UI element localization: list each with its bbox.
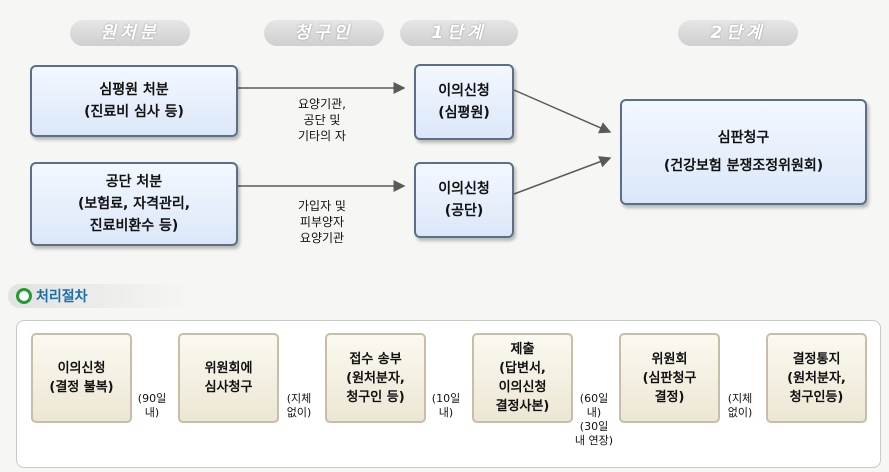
interval-1: (90일 내) [130, 392, 174, 420]
interval-4-line2: 내) [586, 406, 602, 419]
adjudication-detail: (건강보험 분쟁조정위원회) [663, 158, 824, 174]
nhis-claimants-line2: 피부양자 [299, 215, 345, 229]
step-receipt-forwarding-detail1: (원처분자, [346, 370, 405, 386]
nhis-objection-title: 이의신청 [438, 181, 490, 197]
arrow-hira-objection-to-adjudication [513, 89, 612, 134]
header-original-disposition: 원처분 [70, 20, 190, 46]
nhis-disposition-box: 공단 처분 (보험료, 자격관리, 진료비환수 등) [30, 162, 238, 246]
process-section-header: 처리절차 [8, 284, 193, 308]
hira-disposition-title: 심평원 처분 [99, 82, 169, 98]
step-committee-review: 위원회에 심사청구 [178, 333, 279, 423]
step-objection: 이의신청 (결정 불복) [31, 333, 132, 423]
interval-2: (지체 없이) [277, 392, 321, 420]
adjudication-title: 심판청구 [717, 130, 770, 146]
step-receipt-forwarding-title: 접수 송부 [349, 351, 402, 367]
arrow-nhis-objection-to-adjudication [513, 156, 612, 195]
step-decision-notice-title: 결정통지 [792, 351, 841, 367]
step-receipt-forwarding: 접수 송부 (원처분자, 청구인 등) [325, 333, 426, 423]
nhis-claimants-note: 가입자 및 피부양자 요양기관 [262, 198, 382, 246]
step-submission: 제출 (답변서, 이의신청 결정사본) [472, 333, 573, 423]
step-submission-title: 제출 [510, 342, 535, 357]
interval-4-line4: 내 연장) [574, 434, 614, 447]
hira-disposition-box: 심평원 처분 (진료비 심사 등) [30, 65, 238, 137]
hira-claimants-line2: 공단 및 [303, 113, 341, 127]
step-submission-detail3: 결정사본) [495, 399, 550, 414]
nhis-claimants-line3: 요양기관 [299, 231, 345, 245]
step-decision-notice-detail2: 청구인등) [789, 389, 844, 405]
nhis-disposition-title: 공단 처분 [105, 174, 163, 190]
step-decision-notice-detail1: (원처분자, [787, 370, 846, 386]
interval-4-line3: (30일 [579, 420, 609, 433]
adjudication-box: 심판청구 (건강보험 분쟁조정위원회) [620, 99, 867, 205]
interval-2-line1: (지체 [286, 392, 312, 405]
nhis-objection-detail: (공단) [444, 203, 484, 219]
header-claimant: 청구인 [264, 20, 384, 46]
interval-3-line2: 내) [438, 406, 454, 419]
interval-4: (60일 내) (30일 내 연장) [568, 392, 620, 448]
hira-disposition-detail: (진료비 심사 등) [84, 104, 184, 120]
step-committee-decision-detail1: (심판청구 [642, 370, 697, 386]
circle-bullet-icon [16, 288, 32, 304]
step-decision-notice: 결정통지 (원처분자, 청구인등) [766, 333, 867, 423]
step-submission-detail1: (답변서, [499, 361, 546, 376]
hira-objection-title: 이의신청 [438, 83, 490, 99]
nhis-disposition-detail1: (보험료, 자격관리, [77, 196, 191, 212]
hira-objection-box: 이의신청 (심평원) [414, 64, 514, 140]
hira-objection-detail: (심평원) [438, 105, 490, 121]
interval-2-line2: 없이) [286, 406, 312, 419]
step-committee-decision-detail2: 결정) [654, 389, 685, 405]
process-panel [16, 320, 881, 468]
step-objection-title: 이의신청 [57, 361, 106, 376]
interval-4-line1: (60일 [579, 392, 609, 405]
step-receipt-forwarding-detail2: 청구인 등) [346, 389, 405, 405]
step-committee-review-line2: 심사청구 [204, 380, 253, 395]
header-stage2: 2단계 [678, 20, 798, 46]
interval-3-line1: (10일 [431, 392, 461, 405]
interval-5-line1: (지체 [727, 392, 753, 405]
process-section-title: 처리절차 [36, 289, 88, 305]
nhis-objection-box: 이의신청 (공단) [414, 162, 514, 238]
nhis-disposition-detail2: 진료비환수 등) [89, 218, 179, 234]
interval-3: (10일 내) [424, 392, 468, 420]
step-committee-decision-title: 위원회 [651, 351, 688, 367]
interval-1-line2: 내) [144, 406, 160, 419]
hira-claimants-note: 요양기관, 공단 및 기타의 자 [262, 96, 382, 144]
hira-claimants-line1: 요양기관, [298, 97, 346, 111]
interval-5-line2: 없이) [727, 406, 753, 419]
step-committee-decision: 위원회 (심판청구 결정) [619, 333, 720, 423]
step-committee-review-line1: 위원회에 [204, 361, 253, 376]
step-objection-detail: (결정 불복) [49, 380, 114, 395]
interval-5: (지체 없이) [718, 392, 762, 420]
hira-claimants-line3: 기타의 자 [298, 129, 346, 143]
interval-1-line1: (90일 [137, 392, 167, 405]
step-submission-detail2: 이의신청 [498, 380, 547, 395]
nhis-claimants-line1: 가입자 및 [298, 199, 346, 213]
header-stage1: 1단계 [400, 20, 518, 46]
